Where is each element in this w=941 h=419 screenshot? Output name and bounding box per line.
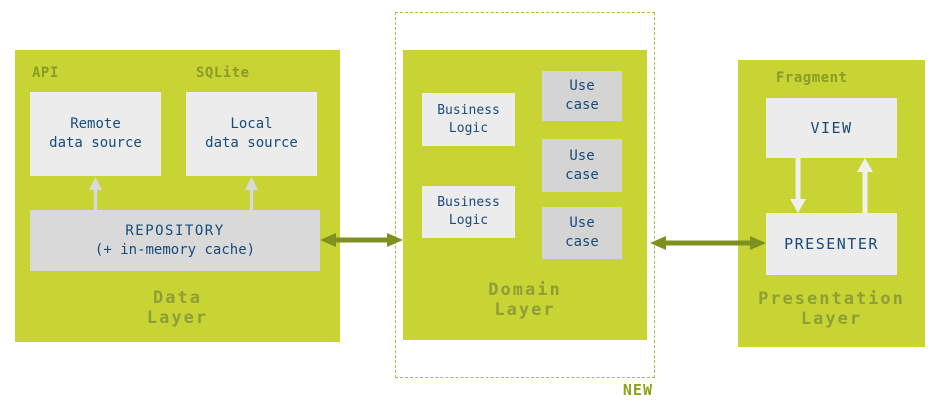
use-case-3-line2: case bbox=[565, 234, 599, 250]
repository-to-local-up-arrow-icon bbox=[245, 177, 258, 210]
domain-layer-title-line1: Domain bbox=[488, 280, 562, 300]
repository-line1: REPOSITORY bbox=[125, 222, 225, 239]
domain-layer-title: Domain Layer bbox=[403, 280, 647, 320]
use-case-box-3: Use case bbox=[542, 207, 622, 259]
data-layer-title: Data Layer bbox=[15, 288, 340, 328]
data-layer-title-line2: Layer bbox=[146, 308, 209, 328]
local-data-source-line2: data source bbox=[205, 135, 298, 151]
domain-layer-title-line2: Layer bbox=[494, 300, 556, 320]
data-domain-bidirectional-arrow-icon bbox=[320, 233, 403, 247]
view-box: VIEW bbox=[766, 98, 897, 158]
new-dashed-boundary bbox=[395, 12, 655, 378]
domain-presentation-bidirectional-arrow-icon bbox=[650, 236, 766, 250]
remote-data-source-line1: Remote bbox=[70, 116, 121, 132]
repository-line2: (+ in-memory cache) bbox=[94, 241, 256, 258]
use-case-2-line1: Use bbox=[569, 147, 595, 164]
presentation-layer-title-line1: Presentation bbox=[758, 289, 905, 309]
use-case-2-line2: case bbox=[565, 166, 599, 183]
business-logic-1-line1: Business bbox=[437, 102, 500, 118]
use-case-3-line1: Use bbox=[569, 215, 595, 231]
presentation-layer-title-line2: Layer bbox=[800, 309, 863, 329]
repository-to-remote-up-arrow-icon bbox=[89, 177, 102, 210]
business-logic-2-line1: Business bbox=[437, 195, 500, 210]
local-data-source-line1: Local bbox=[230, 116, 273, 132]
sqlite-label: SQLite bbox=[196, 65, 250, 81]
view-to-presenter-down-arrow-icon bbox=[790, 158, 806, 213]
business-logic-1-line2: Logic bbox=[448, 120, 489, 136]
business-logic-2-line2: Logic bbox=[448, 213, 489, 228]
new-badge: NEW bbox=[622, 381, 653, 399]
presenter-label: PRESENTER bbox=[784, 234, 879, 253]
local-data-source-box: Local data source bbox=[186, 92, 317, 176]
business-logic-box-1: Business Logic bbox=[422, 93, 515, 146]
fragment-label: Fragment bbox=[776, 70, 848, 86]
use-case-box-1: Use case bbox=[542, 71, 622, 121]
data-layer-title-line1: Data bbox=[153, 288, 202, 308]
presentation-layer-title: Presentation Layer bbox=[738, 289, 925, 329]
presenter-to-view-up-arrow-icon bbox=[857, 158, 873, 213]
api-label: API bbox=[32, 65, 59, 81]
use-case-box-2: Use case bbox=[542, 139, 622, 192]
use-case-1-line1: Use bbox=[569, 78, 595, 94]
view-label: VIEW bbox=[810, 118, 853, 137]
remote-data-source-box: Remote data source bbox=[30, 92, 161, 176]
business-logic-box-2: Business Logic bbox=[422, 186, 515, 238]
use-case-1-line2: case bbox=[565, 97, 599, 113]
presenter-box: PRESENTER bbox=[766, 213, 897, 275]
repository-box: REPOSITORY (+ in-memory cache) bbox=[30, 210, 320, 271]
remote-data-source-line2: data source bbox=[49, 135, 142, 151]
